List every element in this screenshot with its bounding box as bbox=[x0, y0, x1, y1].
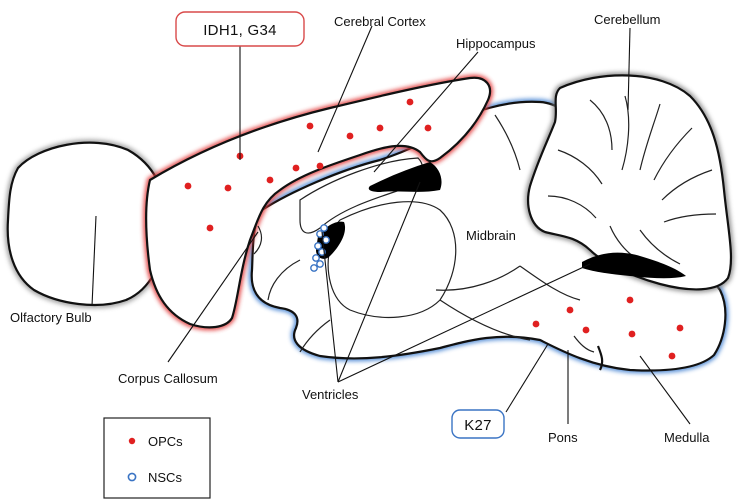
opc-dot bbox=[566, 306, 574, 314]
label-ventricles: Ventricles bbox=[302, 387, 359, 402]
legend-nsc-label: NSCs bbox=[148, 470, 182, 485]
cerebral-cortex bbox=[143, 74, 493, 331]
legend: OPCs NSCs bbox=[103, 417, 211, 499]
opc-dot bbox=[424, 124, 432, 132]
legend-opc-label: OPCs bbox=[148, 434, 183, 449]
box-k27: K27 bbox=[451, 409, 505, 439]
nsc-ring bbox=[316, 260, 324, 268]
nsc-ring bbox=[312, 254, 320, 262]
nsc-ring bbox=[320, 224, 328, 232]
cerebellum bbox=[525, 72, 734, 293]
cortex-outline bbox=[145, 76, 492, 329]
olfactory-bulb-outline bbox=[6, 141, 168, 306]
opc-dot bbox=[266, 176, 274, 184]
label-pons: Pons bbox=[548, 430, 578, 445]
opc-dot bbox=[206, 224, 214, 232]
nsc-ring bbox=[314, 242, 322, 250]
label-medulla: Medulla bbox=[664, 430, 710, 445]
cerebellum-outline bbox=[527, 74, 733, 291]
opc-dot bbox=[532, 320, 540, 328]
opc-dot bbox=[676, 324, 684, 332]
opc-dot bbox=[346, 132, 354, 140]
ventricle-lateral bbox=[368, 162, 442, 192]
ventricle-fourth bbox=[582, 252, 686, 279]
opc-dot bbox=[316, 162, 324, 170]
opc-dots-hindbrain bbox=[532, 296, 684, 360]
box-k27-text: K27 bbox=[464, 417, 492, 434]
box-idh1-g34: IDH1, G34 bbox=[175, 11, 305, 47]
opc-dot bbox=[582, 326, 590, 334]
label-cerebral-cortex: Cerebral Cortex bbox=[334, 14, 426, 29]
opc-dot bbox=[376, 124, 384, 132]
label-hippocampus: Hippocampus bbox=[456, 36, 536, 51]
opc-dot bbox=[224, 184, 232, 192]
olfactory-bulb bbox=[4, 139, 170, 308]
label-corpus-callosum: Corpus Callosum bbox=[118, 371, 218, 386]
box-idh1-g34-text: IDH1, G34 bbox=[203, 22, 277, 39]
nsc-ring bbox=[322, 236, 330, 244]
legend-opc-dot bbox=[128, 437, 136, 445]
opc-dot bbox=[306, 122, 314, 130]
opc-dot bbox=[184, 182, 192, 190]
legend-nsc-ring bbox=[127, 472, 137, 482]
label-olfactory-bulb: Olfactory Bulb bbox=[10, 310, 92, 325]
opc-dot bbox=[626, 296, 634, 304]
label-cerebellum: Cerebellum bbox=[594, 12, 660, 27]
opc-dot bbox=[668, 352, 676, 360]
leader-lines bbox=[91, 25, 691, 425]
opc-dot bbox=[292, 164, 300, 172]
nsc-ring bbox=[310, 264, 318, 272]
opc-dot bbox=[406, 98, 414, 106]
opc-dots-cortex bbox=[184, 98, 432, 232]
opc-dot bbox=[628, 330, 636, 338]
label-midbrain: Midbrain bbox=[466, 228, 516, 243]
